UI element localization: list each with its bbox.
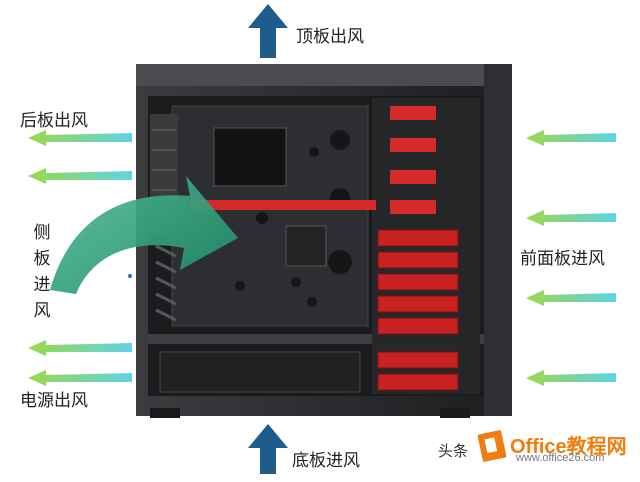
front-intake-label: 前面板进风 <box>520 249 605 269</box>
bottom-intake-label: 底板进风 <box>292 451 360 471</box>
bottom-intake-arrow-icon <box>248 424 288 474</box>
side-intake-char: 进 <box>33 275 51 295</box>
watermark: 头条 Office教程网 www.office26.com <box>438 428 638 472</box>
rear-exhaust-label: 后板出风 <box>20 111 88 131</box>
watermark-prefix: 头条 <box>438 442 469 460</box>
rear-exhaust-airflow-icon <box>28 130 132 184</box>
side-intake-char: 侧 <box>33 223 51 243</box>
psu-exhaust-airflow-icon <box>28 340 132 386</box>
watermark-brand: Office教程网 <box>510 436 627 458</box>
front-intake-airflow-icon <box>526 130 616 386</box>
side-intake-label: 侧 板 进 风 <box>30 220 54 324</box>
side-intake-char: 风 <box>33 301 51 321</box>
side-intake-char: 板 <box>33 249 51 269</box>
office-logo-icon <box>477 430 507 462</box>
side-intake-curved-arrow-icon <box>50 176 238 294</box>
watermark-url: www.office26.com <box>516 452 605 464</box>
top-exhaust-label: 顶板出风 <box>296 27 364 47</box>
top-exhaust-arrow-icon <box>248 4 288 58</box>
psu-exhaust-label: 电源出风 <box>20 391 88 411</box>
